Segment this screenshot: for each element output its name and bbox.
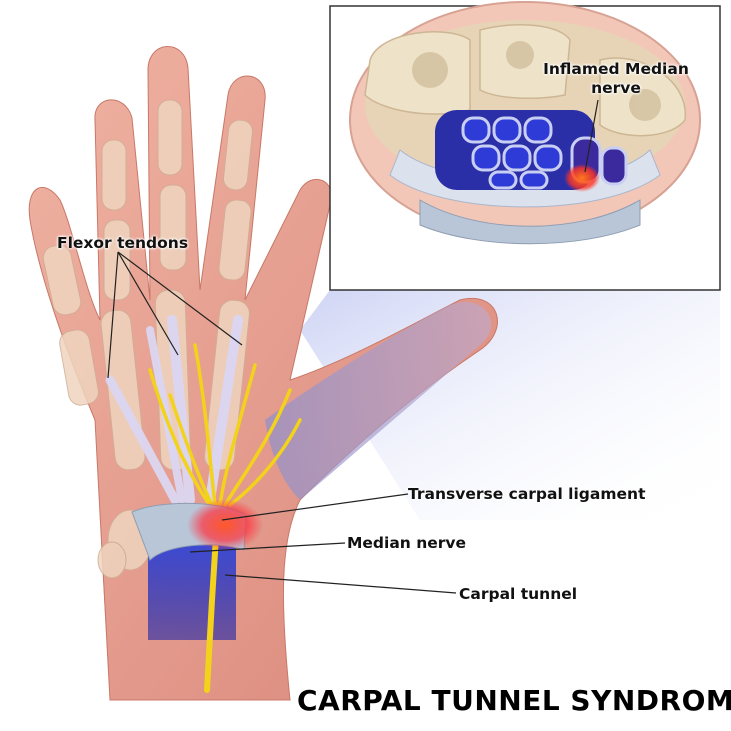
inset-inflamed-nerve [564,164,600,192]
carpal-tunnel [148,540,236,640]
diagram-title: CARPAL TUNNEL SYNDROME [297,684,731,717]
cross-section-inset [329,1,721,291]
label-transverse-carpal-ligament: Transverse carpal ligament [408,485,646,503]
median-nerve-branches [148,343,302,507]
inflammation-glow [187,499,263,551]
label-inflamed-median-line1: Inflamed Median [543,60,689,78]
thumb [265,302,492,500]
label-median-nerve: Median nerve [347,534,467,552]
leader-lines [107,99,599,594]
label-flexor-tendons: Flexor tendons [57,234,189,252]
label-carpal-tunnel: Carpal tunnel [459,585,578,603]
label-inflamed-median-line2: nerve [591,79,641,97]
